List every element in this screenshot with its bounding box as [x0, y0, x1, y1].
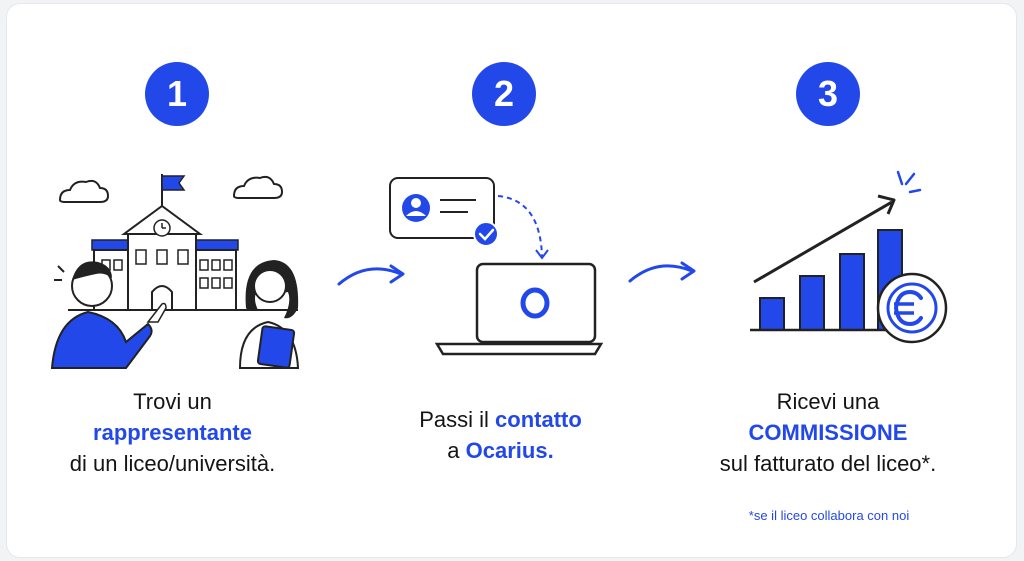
step-2-highlight: contatto — [495, 407, 582, 432]
step-1-highlight: rappresentante — [93, 420, 252, 445]
step-3-highlight: COMMISSIONE — [748, 420, 908, 445]
arrow-right-icon — [337, 264, 405, 286]
footnote: *se il liceo collabora con noi — [748, 508, 910, 523]
step-2-prefix: Passi il — [419, 407, 496, 432]
step-2-caption: Passi il contatto a Ocarius. — [378, 404, 623, 466]
arrow-right-icon — [628, 261, 696, 283]
step-2-line1: Passi il contatto — [378, 404, 623, 435]
step-3-badge: 3 — [796, 62, 860, 126]
step-2-line2-prefix: a — [447, 438, 466, 463]
step-3-caption: Ricevi una COMMISSIONE sul fatturato del… — [688, 386, 968, 479]
contact-card-icon — [389, 177, 549, 260]
school-illustration — [50, 174, 300, 369]
step-1-line3: di un liceo/università. — [69, 451, 276, 476]
step-2-brand: Ocarius. — [465, 438, 554, 463]
euro-coin-icon — [876, 272, 948, 344]
step-1-line1: Trovi un — [133, 389, 212, 414]
step-2-line2: a Ocarius. — [378, 435, 623, 466]
step-2-badge: 2 — [472, 62, 536, 126]
step-3-line1: Ricevi una — [776, 389, 880, 414]
step-1-badge: 1 — [145, 62, 209, 126]
step-1-caption: Trovi un rappresentante di un liceo/univ… — [40, 386, 305, 479]
laptop-icon — [435, 262, 604, 356]
step-3-line3: sul fatturato del liceo*. — [719, 451, 937, 476]
